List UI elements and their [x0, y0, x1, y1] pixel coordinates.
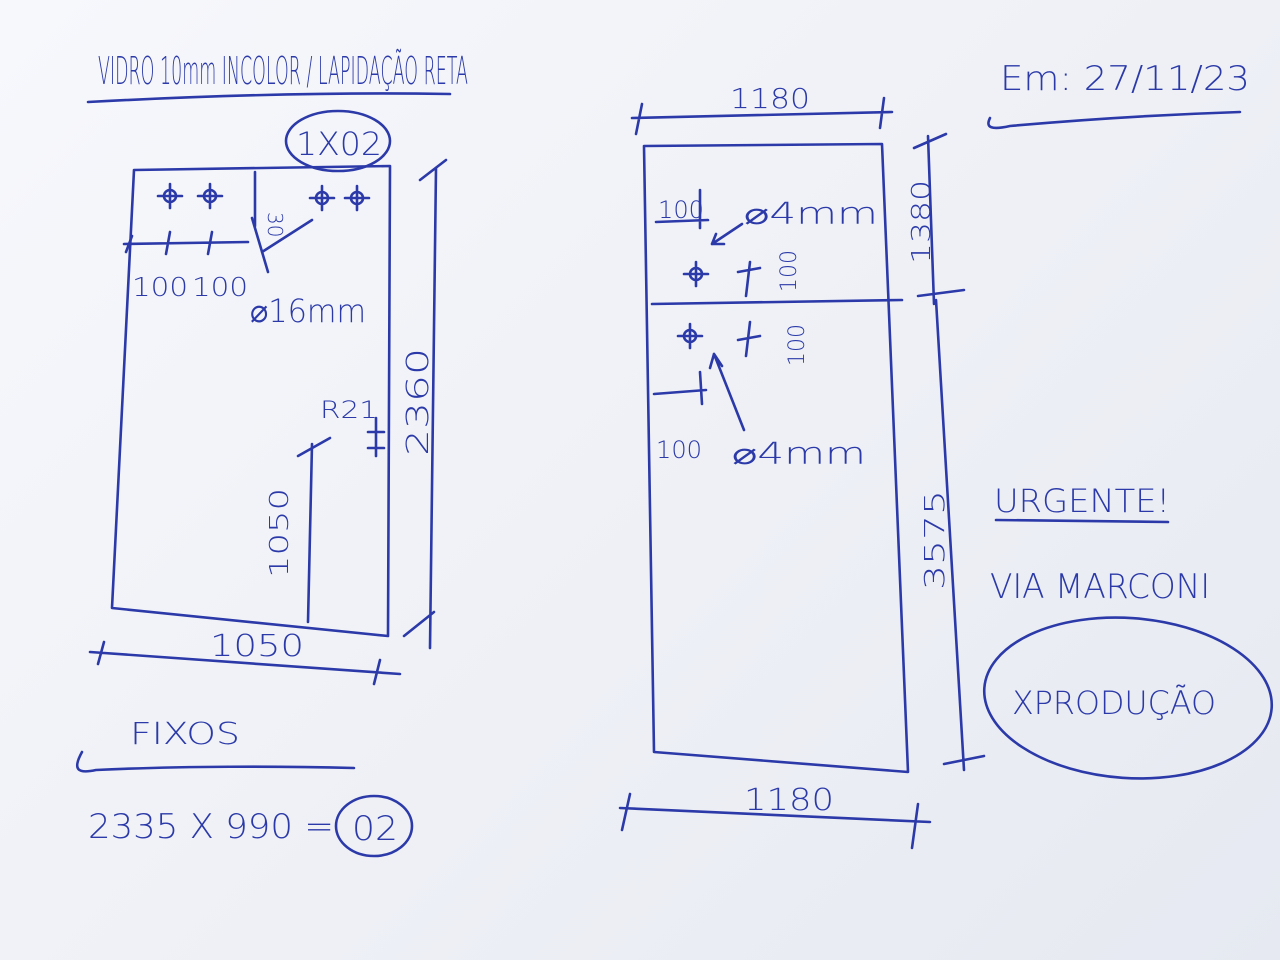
- left-width: 1050: [210, 629, 304, 664]
- fixos-underline: [75, 750, 356, 773]
- diameter-leader: [250, 216, 314, 274]
- left-quantity: 1X02: [296, 125, 382, 163]
- notch-mark: [366, 416, 386, 458]
- left-notch-height: 1050: [265, 488, 295, 578]
- right-total-height: 3575: [918, 490, 951, 590]
- width-dim-line: [88, 640, 402, 686]
- right-hole-diameter-top: ⌀4mm: [744, 197, 878, 232]
- note-urgent: URGENTE!: [994, 482, 1170, 520]
- left-height: 2360: [401, 348, 436, 456]
- bottom-diameter-arrow: [708, 352, 746, 432]
- right-width-bottom: 1180: [744, 783, 834, 818]
- height-dim-line: [402, 158, 448, 650]
- left-notch-label: R21: [320, 396, 378, 424]
- right-top-width-dim: [630, 96, 894, 136]
- right-total-height-dim: [934, 298, 986, 772]
- right-bottom-width-dim: [618, 792, 932, 850]
- fixos-quantity: 02: [352, 809, 398, 849]
- header-title: VIDRO 10mm INCOLOR / LAPIDAÇÃO RETA: [98, 49, 468, 93]
- left-top-offset: 30: [263, 212, 287, 237]
- fixos-quantity-circle: [334, 794, 414, 858]
- header-date: Em: 27/11/23: [1000, 59, 1250, 99]
- right-hole-spacing-top: 100: [777, 250, 802, 292]
- fixos-dimensions: 2335 X 990 =: [88, 807, 334, 847]
- bottom-spacing-dim: [736, 320, 762, 358]
- right-glass-outline: [642, 142, 910, 774]
- right-hole-offset-x-bottom: 100: [656, 436, 702, 464]
- bottom-offset-dim: [652, 370, 708, 406]
- stamp-ellipse: [982, 616, 1274, 780]
- right-width-top: 1180: [730, 82, 810, 115]
- left-glass-outline: [110, 164, 392, 638]
- title-underline: [86, 92, 452, 104]
- right-section-divider: [650, 298, 904, 306]
- left-hole-diameter: ⌀16mm: [250, 292, 366, 330]
- quantity-circle: [284, 109, 392, 173]
- fixos-label: FIXOS: [130, 717, 240, 752]
- spacing-dim-line: [122, 230, 250, 256]
- notch-height-dim: [296, 436, 332, 624]
- left-top-holes: [156, 182, 371, 212]
- right-hole-spacing-bottom: 100: [785, 324, 810, 366]
- top-spacing-dim: [736, 260, 762, 298]
- right-hole-diameter-bottom: ⌀4mm: [732, 437, 866, 472]
- note-via: VIA MARCONI: [990, 567, 1210, 607]
- date-underline: [987, 110, 1242, 130]
- left-hole-spacing-1: 100: [132, 273, 188, 303]
- right-top-section-height: 1380: [907, 180, 937, 264]
- left-hole-spacing-2: 100: [192, 273, 248, 303]
- top-diameter-arrow: [710, 222, 744, 246]
- note-stamp: XPRODUÇÃO: [1012, 684, 1216, 722]
- right-hole-offset-x-top: 100: [658, 196, 704, 224]
- top-offset-dim: [654, 188, 710, 230]
- right-top-section-dim: [912, 132, 966, 306]
- urgent-underline: [994, 518, 1170, 524]
